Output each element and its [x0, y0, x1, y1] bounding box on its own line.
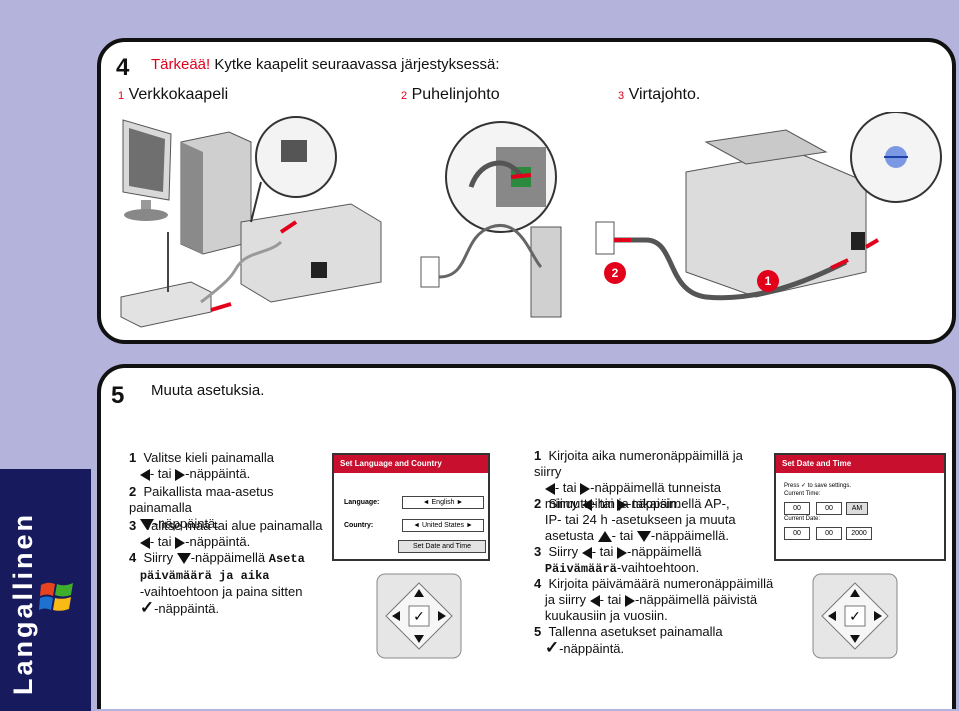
country-label: Country:	[344, 522, 374, 529]
step4-number: 4	[116, 54, 130, 81]
step5-panel: 5 Muuta asetuksia. 1 Valitse kieli paina…	[97, 364, 956, 709]
right-step-3: 3 Siirry - tai -näppäimellä Päivämäärä-v…	[534, 544, 702, 576]
left-arrow-icon	[581, 546, 592, 559]
date-time-screen: Set Date and Time Press ✓ to save settin…	[774, 453, 946, 561]
year-field[interactable]: 2000	[846, 527, 872, 540]
down-arrow-icon	[176, 553, 191, 565]
left-arrow-icon	[544, 482, 555, 495]
connection-badge-2: 2	[604, 262, 626, 284]
cable-number: 2	[401, 90, 408, 102]
checkmark-icon: ✓	[544, 638, 560, 657]
up-arrow-icon	[597, 531, 612, 543]
right-step-4: 4 Kirjoita päivämäärä numeronäppäimillä …	[534, 576, 774, 623]
left-arrow-icon	[139, 468, 150, 481]
language-selector[interactable]: ◄ English ►	[402, 496, 484, 509]
left-step-3: 3 Valitse maa tai alue painamalla - tai …	[129, 518, 323, 549]
checkmark-icon: ✓	[139, 598, 155, 617]
left-arrow-icon	[139, 536, 150, 549]
step4-instruction: Kytke kaapelit seuraavassa järjestyksess…	[210, 56, 500, 73]
right-arrow-icon	[580, 482, 591, 495]
sidebar-tab: Langallinen	[0, 469, 91, 711]
right-arrow-icon	[175, 468, 186, 481]
sidebar-label: Langallinen	[8, 511, 38, 695]
left-arrow-icon	[581, 498, 592, 511]
cable-name: Verkkokaapeli	[128, 86, 229, 103]
right-arrow-icon	[175, 536, 186, 549]
step4-heading: Tärkeää! Kytke kaapelit seuraavassa järj…	[151, 57, 500, 73]
cable-name: Puhelinjohto	[411, 86, 500, 103]
phone-line-illustration	[420, 121, 562, 318]
day-field[interactable]: 00	[816, 527, 842, 540]
right-step-5: 5 Tallenna asetukset painamalla ✓-näppäi…	[534, 624, 723, 657]
right-step-1: 1 Kirjoita aika numeronäppäimillä ja sii…	[534, 448, 743, 511]
time-label: Current Time:	[784, 491, 821, 497]
windows-logo-icon	[39, 582, 73, 611]
left-arrow-icon	[589, 594, 600, 607]
ampm-field[interactable]: AM	[846, 502, 868, 515]
language-label: Language:	[344, 499, 380, 506]
country-selector[interactable]: ◄ United States ►	[402, 519, 484, 532]
screen-title: Set Language and Country	[334, 455, 488, 473]
hour-field[interactable]: 00	[784, 502, 810, 515]
svg-text:✓: ✓	[849, 609, 861, 625]
right-arrow-icon	[624, 594, 635, 607]
navigation-keypad: ✓	[376, 573, 462, 659]
cable-number: 1	[118, 90, 125, 102]
save-hint: Press ✓ to save settings.	[784, 483, 852, 489]
step5-number: 5	[111, 382, 125, 409]
step4-panel: 4 Tärkeää! Kytke kaapelit seuraavassa jä…	[97, 38, 956, 344]
cable-label-2: 2 Puhelinjohto	[401, 87, 500, 104]
left-step-1: 1 Valitse kieli painamalla - tai -näppäi…	[129, 450, 275, 481]
cable-number: 3	[618, 90, 625, 102]
left-step-2: 2 Paikallista maa-asetus painamalla -näp…	[129, 484, 274, 531]
power-cord-illustration	[595, 112, 942, 301]
right-arrow-icon	[617, 498, 627, 511]
step5-title: Muuta asetuksia.	[151, 382, 265, 399]
minute-field[interactable]: 00	[816, 502, 842, 515]
network-cable-illustration	[120, 116, 382, 328]
down-arrow-icon	[139, 519, 154, 531]
svg-text:✓: ✓	[413, 609, 425, 625]
cable-name: Virtajohto.	[628, 86, 701, 103]
screen-title: Set Date and Time	[776, 455, 944, 473]
down-arrow-icon	[636, 531, 651, 543]
cable-label-3: 3 Virtajohto.	[618, 87, 700, 104]
navigation-keypad: ✓	[812, 573, 898, 659]
cable-label-1: 1 Verkkokaapeli	[118, 87, 228, 104]
left-step-4: 4 Siirry -näppäimellä Aseta päivämäärä j…	[129, 550, 305, 617]
right-arrow-icon	[617, 546, 627, 559]
month-field[interactable]: 00	[784, 527, 810, 540]
language-country-screen: Set Language and Country Language: ◄ Eng…	[332, 453, 490, 561]
important-label: Tärkeää!	[151, 56, 211, 73]
set-date-time-button[interactable]: Set Date and Time	[398, 540, 486, 553]
connection-badge-1: 1	[757, 270, 779, 292]
date-label: Current Date:	[784, 516, 821, 522]
right-step-2: 2 Siirry - tai -näppäimellä AP-, IP- tai…	[534, 496, 736, 543]
